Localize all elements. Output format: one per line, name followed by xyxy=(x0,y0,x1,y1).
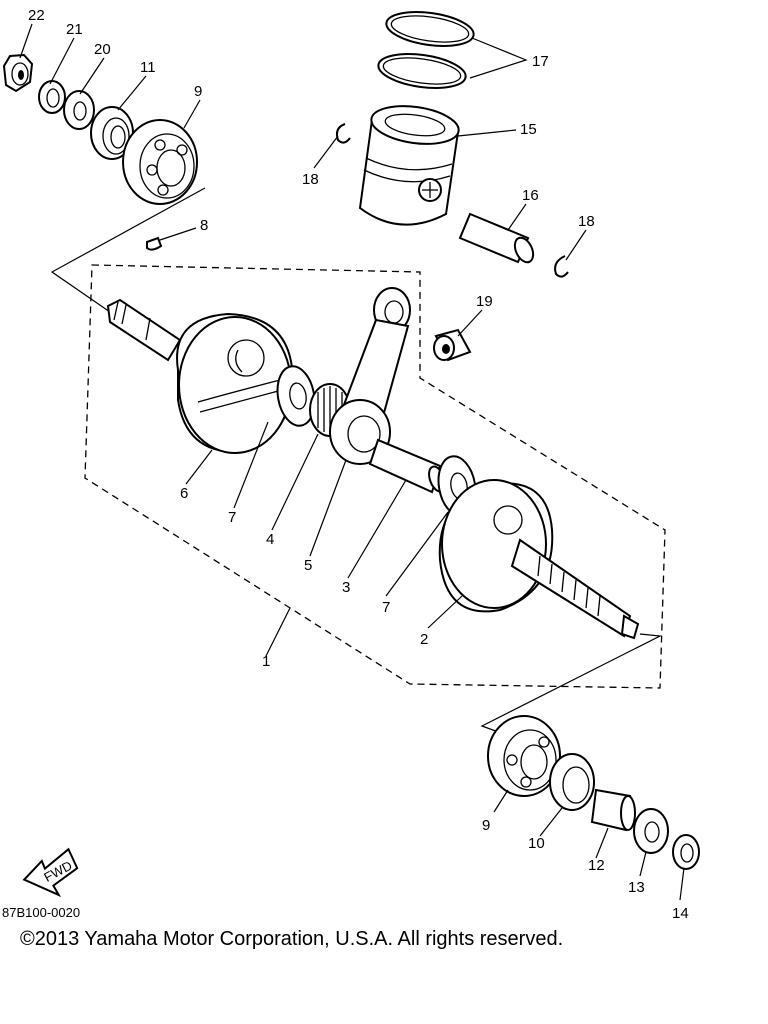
callout-7-left: 7 xyxy=(228,509,236,526)
woodruff-key-8 xyxy=(146,236,163,251)
circlip-18-left xyxy=(335,123,351,144)
callout-4: 4 xyxy=(266,531,274,548)
callout-15: 15 xyxy=(520,121,537,138)
piston-pin-16 xyxy=(458,212,535,264)
thrust-washer-7-left xyxy=(276,365,316,427)
callout-18-left: 18 xyxy=(302,171,319,188)
circlip-18-right xyxy=(554,255,569,278)
callout-labels: 22 21 20 11 9 17 15 18 16 18 8 19 6 7 4 … xyxy=(28,7,689,922)
callout-2: 2 xyxy=(420,631,428,648)
fwd-arrow-icon: FWD xyxy=(22,847,79,898)
needle-bearing-19 xyxy=(433,328,472,362)
piston-15 xyxy=(358,105,460,226)
washer-20 xyxy=(63,90,95,130)
right-crank-half-2 xyxy=(438,479,640,640)
callout-5: 5 xyxy=(304,557,312,574)
callout-21: 21 xyxy=(66,21,83,38)
callout-9-bottom: 9 xyxy=(482,817,490,834)
callout-20: 20 xyxy=(94,41,111,58)
callout-7-right: 7 xyxy=(382,599,390,616)
leader-lines-top-bearing xyxy=(50,187,206,313)
callout-6: 6 xyxy=(180,485,188,502)
spacer-12 xyxy=(590,788,636,832)
nut-22 xyxy=(2,53,34,93)
callout-3: 3 xyxy=(342,579,350,596)
bearing-9-top xyxy=(122,119,198,205)
callout-14: 14 xyxy=(672,905,689,922)
callout-1: 1 xyxy=(262,653,270,670)
drawing-code: 87B100-0020 xyxy=(2,905,80,920)
callout-9-top: 9 xyxy=(194,83,202,100)
callout-22: 22 xyxy=(28,7,45,24)
nut-14 xyxy=(672,834,700,870)
callout-16: 16 xyxy=(522,187,539,204)
callout-11: 11 xyxy=(140,59,156,76)
copyright-notice: ©2013 Yamaha Motor Corporation, U.S.A. A… xyxy=(20,928,564,950)
callout-8: 8 xyxy=(200,217,208,234)
crank-pin-3 xyxy=(368,438,446,494)
callout-19: 19 xyxy=(476,293,493,310)
piston-rings-17 xyxy=(377,11,475,89)
bearing-9-bottom xyxy=(487,715,561,797)
connecting-rod-5 xyxy=(329,287,411,465)
washer-13 xyxy=(633,808,669,854)
callout-10: 10 xyxy=(528,835,545,852)
callout-17: 17 xyxy=(532,53,549,70)
callout-12: 12 xyxy=(588,857,605,874)
callout-18-right: 18 xyxy=(578,213,595,230)
lock-washer-21 xyxy=(38,80,66,114)
callout-leaders xyxy=(19,23,685,901)
left-crank-half-6 xyxy=(106,298,294,454)
oil-seal-10 xyxy=(549,753,595,811)
callout-13: 13 xyxy=(628,879,645,896)
